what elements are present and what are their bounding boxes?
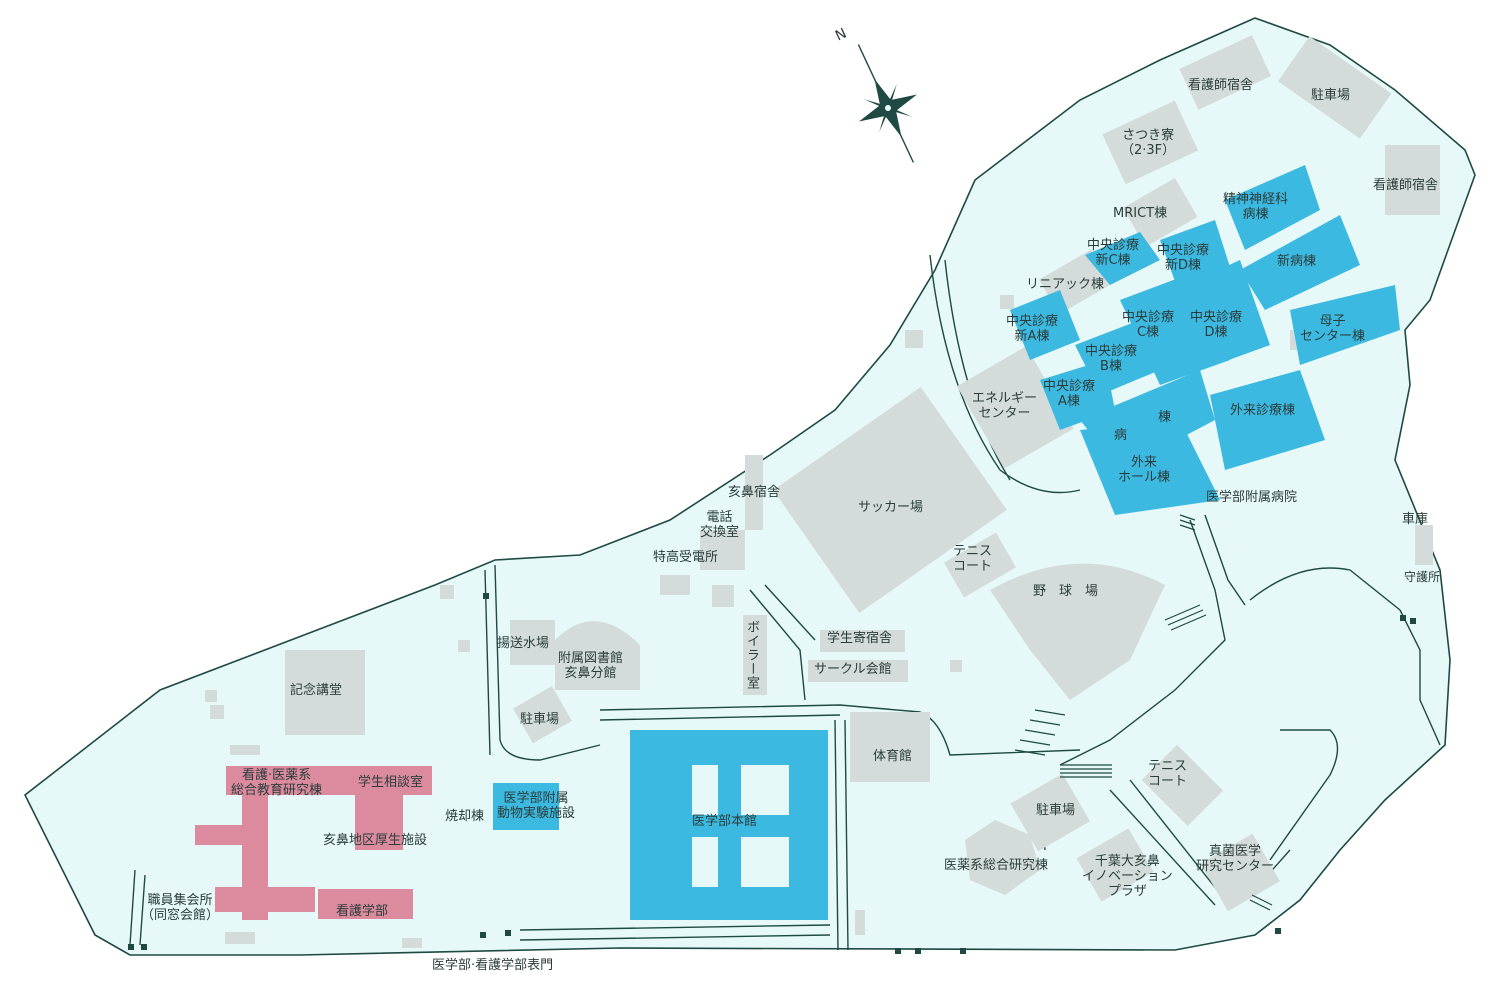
label-chushajo-w: 駐車場 [520,712,560,727]
gray-buildings [205,35,1440,948]
label-fuzoku-byoin: 医学部附属病院 [1206,490,1298,505]
label-tennis-1: テニス コート [953,544,993,574]
label-kango-iyaku: 看護·医薬系 総合教育研究棟 [231,768,323,798]
label-innovation: 千葉大亥鼻 イノベーション プラザ [1082,854,1173,899]
label-mrict: MRICT棟 [1113,206,1168,221]
compass-rose-icon [857,44,918,163]
label-tennis-2: テニス コート [1148,759,1188,789]
label-tokko: 特高受電所 [653,550,719,565]
label-chuo-shin-a: 中央診療 新A棟 [1006,314,1059,344]
stairs [1014,514,1273,911]
label-taiikukan: 体育館 [873,749,913,764]
label-chuo-d: 中央診療 D棟 [1190,310,1243,340]
label-kango-shukusha-1: 看護師宿舎 [1188,78,1254,93]
label-yosuijo: 揚送水場 [497,636,550,651]
label-chushajo-ne: 駐車場 [1311,88,1351,103]
label-chuo-c: 中央診療 C棟 [1122,310,1175,340]
label-gairai-shinryo: 外来診療棟 [1230,403,1296,418]
label-honkan: 医学部本館 [692,814,758,829]
label-chuo-shin-d: 中央診療 新D棟 [1157,243,1210,273]
label-denwa: 電話 交換室 [700,510,740,540]
label-gakusei-sodan: 学生相談室 [358,775,424,790]
label-boshi: 母子 センター棟 [1300,314,1366,344]
label-seishin: 精神神経科 病棟 [1223,192,1289,222]
label-gairai-hall: 外来 ホール棟 [1118,455,1171,485]
nursing-buildings [195,766,432,920]
label-circle: サークル会館 [814,662,892,677]
label-dobutsu: 医学部附属 動物実験施設 [497,791,576,821]
label-chuo-a: 中央診療 A棟 [1043,379,1096,409]
label-soccer: サッカー場 [858,500,924,515]
hospital-buildings [493,165,1400,920]
label-energy: エネルギー センター [972,391,1038,421]
label-shueijo: 守護所 [1404,570,1441,584]
honkan-courtyards [692,765,789,887]
roads [129,254,1441,951]
label-shinkin: 真菌医学 研究センター [1196,844,1275,874]
label-chuo-b: 中央診療 B棟 [1085,344,1138,374]
label-byoto-2: 病 [1114,428,1128,443]
gates [128,593,1416,954]
label-kango-gakubu: 看護学部 [336,904,389,919]
label-shako: 車庫 [1402,512,1429,527]
label-yakyu: 野 球 場 [1033,584,1099,599]
label-linac: リニアック棟 [1026,277,1105,292]
label-byoto-1: 棟 [1158,410,1172,425]
label-chushajo-s: 駐車場 [1036,803,1076,818]
label-chuo-shin-c: 中央診療 新C棟 [1087,238,1140,268]
label-seimon: 医学部·看護学部表門 [432,958,554,973]
label-kosei: 亥鼻地区厚生施設 [323,833,428,848]
label-boiler: ボイラー室 [744,620,759,690]
label-shokyaku: 焼却棟 [445,809,485,824]
label-shinbyoto: 新病棟 [1277,254,1317,269]
label-shokuin: 職員集会所 （同窓会館） [141,893,220,923]
label-toshokan: 附属図書館 亥鼻分館 [558,651,624,681]
label-kango-shukusha-2: 看護師宿舎 [1373,178,1439,193]
label-gakusei-kishukusha: 学生寄宿舎 [827,631,893,646]
label-kinen: 記念講堂 [290,683,343,698]
label-konohana-shukusha: 亥鼻宿舎 [728,485,781,500]
label-iyaku-kenkyu: 医薬系総合研究棟 [944,858,1049,873]
label-satsuki: さつき寮 （2·3F） [1121,128,1176,158]
